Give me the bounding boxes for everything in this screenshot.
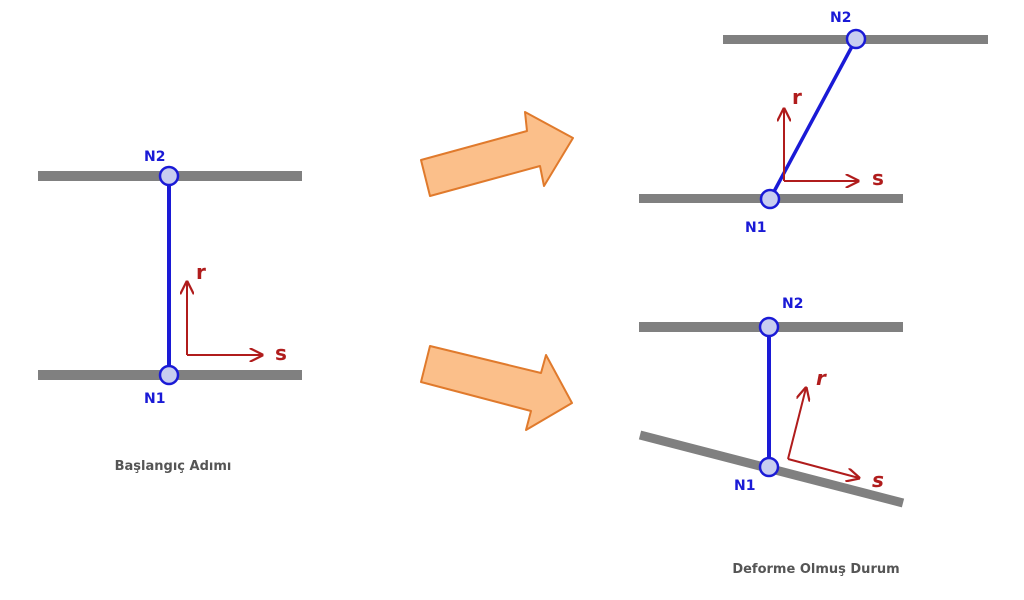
node-n1: [758, 456, 780, 478]
node-n2: [158, 165, 180, 187]
node-n1-label: N1: [745, 220, 766, 236]
deformed-shear-panel: N2 N1 r s: [639, 10, 988, 236]
deformed-caption: Deforme Olmuş Durum: [732, 562, 899, 577]
transition-arrow-lower: [420, 345, 573, 431]
r-axis-label: r: [816, 366, 827, 390]
s-axis-label: s: [872, 468, 884, 492]
element-line: [768, 38, 858, 200]
right-arrow-icon: [420, 111, 574, 197]
transition-arrow-upper: [420, 111, 574, 197]
node-n2-label: N2: [144, 149, 165, 165]
r-axis-arrow: [787, 388, 806, 460]
initial-caption: Başlangıç Adımı: [115, 459, 232, 474]
right-arrow-icon: [420, 345, 573, 431]
s-axis-label: s: [872, 166, 884, 190]
s-axis-label: s: [275, 341, 287, 365]
node-n2-label: N2: [782, 296, 803, 312]
node-n2-label: N2: [830, 10, 851, 26]
node-n2: [758, 316, 780, 338]
node-n1: [158, 364, 180, 386]
node-n1-label: N1: [144, 391, 165, 407]
node-n2: [845, 28, 867, 50]
initial-state-panel: N2 N1 r s Başlangıç Adımı: [38, 149, 302, 474]
node-n1-label: N1: [734, 478, 755, 494]
r-axis-label: r: [792, 85, 802, 109]
r-axis-label: r: [196, 260, 206, 284]
s-axis-arrow: [787, 458, 859, 478]
node-n1: [759, 188, 781, 210]
deformed-rotation-panel: N2 N1 r s: [638, 296, 905, 508]
